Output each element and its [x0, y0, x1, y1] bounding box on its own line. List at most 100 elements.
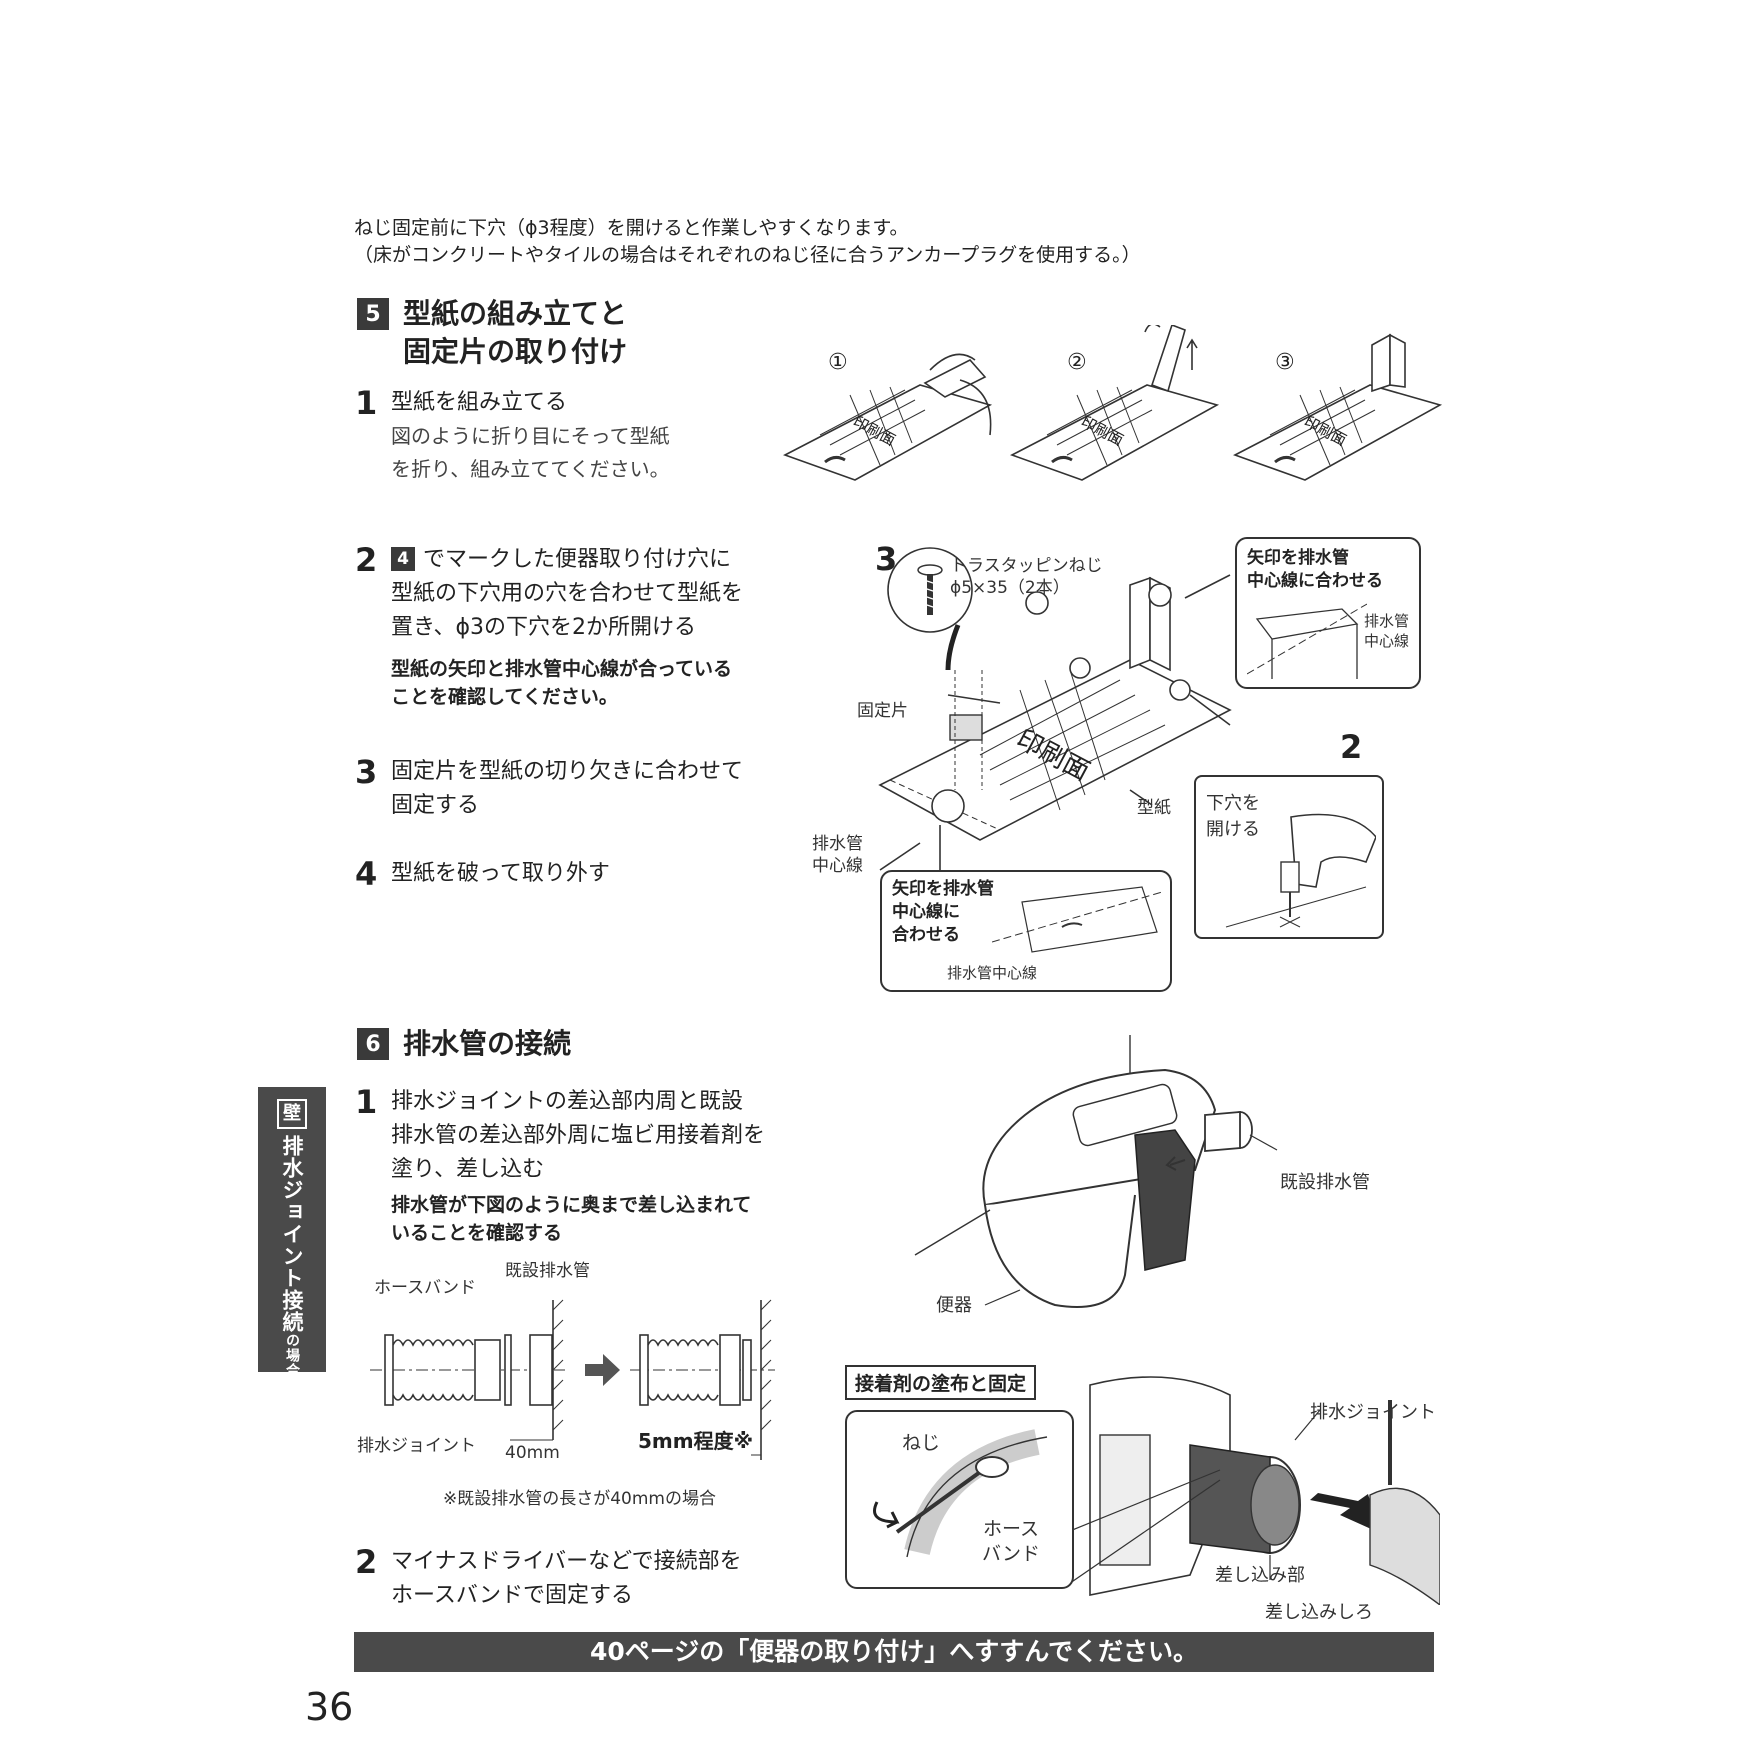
- step-bold-line-1: 排水管が下図のように奥まで差し込まれて: [391, 1194, 752, 1216]
- fold-label-1: ①: [828, 350, 848, 375]
- fold-step-2-sheet: [1010, 325, 1220, 481]
- intro-line-2: （床がコンクリートやタイルの場合はそれぞれのねじ径に合うアンカープラグを使用する…: [354, 244, 1141, 266]
- step-number: 3: [355, 753, 378, 791]
- page-number: 36: [305, 1685, 354, 1729]
- step-main-line-2: ホースバンドで固定する: [391, 1583, 634, 1608]
- step-number: 4: [355, 855, 378, 893]
- callout-bottom-line-3: 合わせる: [892, 925, 960, 945]
- adhesive-drain-joint-label: 排水ジョイント: [1310, 1402, 1436, 1423]
- pipe-footnote: ※既設排水管の長さが40mmの場合: [443, 1489, 716, 1509]
- callout-bottom-sketch: [992, 886, 1162, 953]
- side-tab: 壁 排水ジョイント接続の場合: [258, 1087, 326, 1378]
- adhesive-illustration: [1070, 1376, 1440, 1605]
- insert-arrow-icon: [1310, 1493, 1380, 1533]
- drain-arrow-marker: [931, 789, 965, 823]
- hose-band-adhesive-label: ホース バンド: [982, 1517, 1040, 1567]
- step-main-line-1-text: でマークした便器取り付け穴に: [423, 547, 732, 572]
- callout-bottom-sub: 排水管中心線: [947, 964, 1038, 982]
- leader-line: [1184, 574, 1231, 599]
- callout-bottom-text: 矢印を排水管 中心線に 合わせる: [892, 878, 994, 947]
- step-main-text: 型紙を組み立てる: [391, 390, 568, 415]
- section-6-step-1: 1 排水ジョイントの差込部内周と既設 排水管の差込部外周に塩ビ用接着剤を 塗り、…: [355, 1085, 765, 1247]
- screw-label-line-1: トラスタッピンねじ: [950, 556, 1103, 576]
- drain-joint-label: 排水ジョイント: [357, 1436, 476, 1456]
- step-main-line-2: 排水管の差込部外周に塩ビ用接着剤を: [391, 1123, 766, 1148]
- leader-line: [947, 694, 1001, 704]
- section-5-step-4: 4 型紙を破って取り外す: [355, 857, 610, 891]
- fig-step-3-number: 3: [875, 540, 898, 578]
- fixing-piece-icon: [949, 670, 983, 790]
- step-main-line-1: 4 でマークした便器取り付け穴に: [391, 543, 743, 577]
- after-insertion: [630, 1299, 775, 1460]
- callout-top-text: 矢印を排水管 中心線に合わせる: [1247, 547, 1383, 593]
- footer-next-step-bar: 40ページの「便器の取り付け」へすすんでください。: [354, 1632, 1434, 1672]
- insert-part-label: 差し込み部: [1215, 1565, 1305, 1586]
- fig-step-2-number: 2: [1340, 728, 1363, 766]
- section-5-heading: 5 型紙の組み立てと 固定片の取り付け: [357, 295, 627, 371]
- step-number: 1: [355, 384, 378, 422]
- step-number: 2: [355, 541, 378, 579]
- leader-line: [1189, 694, 1231, 726]
- callout-bottom-line-1: 矢印を排水管: [892, 879, 994, 899]
- section-5-step-2: 2 4 でマークした便器取り付け穴に 型紙の下穴用の穴を合わせて型紙を 置き、ϕ3…: [355, 543, 743, 711]
- hose-band-line-2: バンド: [982, 1543, 1040, 1565]
- right-arrow-icon: [585, 1354, 620, 1386]
- callout-top-line-1: 矢印を排水管: [1247, 548, 1349, 568]
- side-tab-small: の場合: [284, 1333, 300, 1378]
- section-6-title: 排水管の接続: [403, 1027, 572, 1060]
- screwdriver-callout: ねじ ホース バンド: [845, 1410, 1074, 1589]
- before-insertion: [370, 1299, 565, 1441]
- section-5-title-line-1: 型紙の組み立てと: [403, 297, 628, 330]
- fold-step-3-sheet: [1233, 333, 1443, 481]
- callout-arrow-top: 矢印を排水管 中心線に合わせる 排水管 中心線: [1235, 537, 1421, 689]
- drain-center-line-1: 排水管: [812, 834, 863, 854]
- side-tab-main: 排水ジョイント接続: [280, 1135, 304, 1333]
- screwdriver-icon: [895, 1465, 989, 1534]
- length-label: 40mm: [505, 1443, 560, 1463]
- screw-adhesive-label: ねじ: [902, 1432, 941, 1454]
- callout-top-sub-line-2: 中心線: [1363, 632, 1409, 650]
- step-bold-line-2: ことを確認してください。: [391, 686, 618, 708]
- screw-label-line-2: ϕ5×35（2本）: [950, 578, 1070, 598]
- callout-top-line-2: 中心線に合わせる: [1247, 571, 1383, 591]
- fold-label-2: ②: [1067, 350, 1087, 375]
- existing-pipe-icon: [1204, 1111, 1253, 1152]
- drain-center-line-2: 中心線: [812, 856, 863, 876]
- step-main-line-3: 置き、ϕ3の下穴を2か所開ける: [391, 615, 696, 640]
- section-5-title: 型紙の組み立てと 固定片の取り付け: [403, 295, 627, 371]
- step-main-line-3: 塗り、差し込む: [391, 1157, 545, 1182]
- step-ref-badge: 4: [391, 547, 415, 571]
- section-5-step-1: 1 型紙を組み立てる 図のように折り目にそって型紙 を折り、組み立ててください。: [355, 386, 670, 486]
- step-main-line-2: 型紙の下穴用の穴を合わせて型紙を: [391, 581, 744, 606]
- leader-line: [1129, 789, 1153, 806]
- step-sub-line-2: を折り、組み立ててください。: [391, 457, 670, 481]
- depth-label: 5mm程度※: [638, 1429, 754, 1453]
- step-bold-line-1: 型紙の矢印と排水管中心線が合っている: [391, 658, 733, 680]
- template-label: 型紙: [1137, 798, 1171, 818]
- step-main-line-2: 固定する: [391, 793, 480, 818]
- drill-text-line-2: 開ける: [1206, 819, 1260, 840]
- leader-line: [879, 842, 921, 871]
- template-placement-illustration: [878, 547, 1232, 885]
- screwdriver-sketch: [873, 1429, 1048, 1558]
- callout-top-sub: 排水管 中心線: [1364, 611, 1409, 651]
- callout-top-sub-line-1: 排水管: [1363, 612, 1409, 630]
- section-5-step-3: 3 固定片を型紙の切り欠きに合わせて 固定する: [355, 755, 743, 823]
- fixing-piece-label: 固定片: [857, 701, 908, 721]
- section-6-heading: 6 排水管の接続: [357, 1025, 571, 1063]
- step-main-line-1: 固定片を型紙の切り欠きに合わせて: [391, 759, 744, 784]
- callout-drill: 下穴を 開ける: [1194, 775, 1384, 939]
- rotate-arrow-icon: [873, 1501, 900, 1529]
- drill-icon: [1225, 813, 1376, 928]
- section-6-step-2: 2 マイナスドライバーなどで接続部を ホースバンドで固定する: [355, 1545, 742, 1613]
- callout-arrow-bottom: 矢印を排水管 中心線に 合わせる 排水管中心線: [880, 870, 1172, 992]
- drain-joint-icon: [1189, 1444, 1301, 1554]
- step-number: 2: [355, 1543, 378, 1581]
- fold-label-3: ③: [1275, 350, 1295, 375]
- intro-line-1: ねじ固定前に下穴（ϕ3程度）を開けると作業しやすくなります。: [354, 217, 909, 239]
- callout-bottom-line-2: 中心線に: [892, 902, 960, 922]
- pipe-insertion-diagram: [370, 1299, 775, 1460]
- side-tab-box: 壁: [277, 1099, 307, 1129]
- template-fold-illustration: [783, 325, 1443, 481]
- step-main-line-1: 排水ジョイントの差込部内周と既設: [391, 1089, 744, 1114]
